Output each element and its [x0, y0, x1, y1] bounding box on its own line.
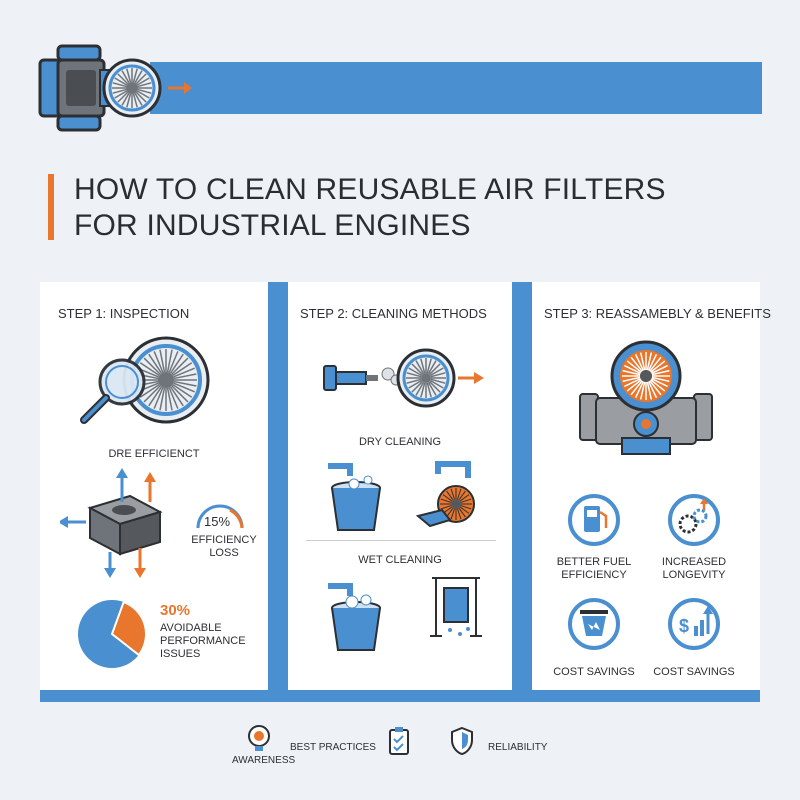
title-block: HOW TO CLEAN REUSABLE AIR FILTERS FOR IN…: [48, 172, 748, 242]
step-3-panel: STEP 3: REASSAMEBLY & BENEFITS: [532, 282, 771, 690]
step-1-panel: STEP 1: INSPECTION DRE EFFICIENCT: [40, 282, 268, 690]
efficiency-label: DRE EFFICIENCT: [108, 448, 200, 460]
reassembled-engine-illustration: [579, 340, 713, 455]
engine-banner-illustration: [38, 44, 762, 132]
gauge-value: 15%: [204, 514, 231, 529]
hand-filter-icon: [415, 485, 475, 528]
faucet-icon: [435, 461, 471, 478]
svg-text:$: $: [679, 616, 689, 636]
best-practices-label: BEST PRACTICES: [290, 742, 376, 753]
drying-rack-icon: [430, 577, 482, 637]
awareness-label: AWARENESS: [232, 755, 296, 766]
inspection-illustration: [80, 336, 210, 424]
filter-icon: [396, 348, 456, 408]
reliability-label: RELIABILITY: [488, 742, 548, 753]
air-nozzle-icon: [323, 365, 402, 391]
step-2-title: STEP 2: CLEANING METHODS: [300, 306, 487, 321]
gauge-label-1: EFFICIENCY: [191, 534, 257, 546]
brain-bulb-icon: [248, 725, 270, 751]
benefit-3: COST SAVINGS: [553, 666, 635, 678]
title-line-1: HOW TO CLEAN REUSABLE AIR FILTERS: [74, 173, 666, 206]
arrow-right-icon: [458, 372, 484, 384]
airflow-arrows-icon: [60, 468, 156, 578]
pie-value: 30%: [160, 602, 191, 619]
benefit-4: COST SAVINGS: [653, 666, 735, 678]
pie-label-3: ISSUES: [160, 648, 201, 660]
air-blow-illustration: [323, 348, 484, 408]
fuel-pump-icon: [568, 494, 620, 546]
dollar-growth-icon: $: [668, 598, 720, 650]
footer: AWARENESS BEST PRACTICES RELIABILITY: [0, 712, 800, 800]
panels-bottom-rule: [40, 690, 760, 702]
dirty-filter-block-illustration: [60, 468, 163, 578]
section-divider: [306, 540, 496, 541]
bucket-icon: [328, 583, 381, 651]
step-2-panel: STEP 2: CLEANING METHODS DRY CLEANING: [288, 282, 512, 690]
title-accent-bar: [48, 174, 54, 240]
title-line-2: FOR INDUSTRIAL ENGINES: [74, 209, 471, 242]
dry-cleaning-illustration: [328, 461, 475, 531]
step-3-title: STEP 3: REASSAMEBLY & BENEFITS: [544, 306, 771, 321]
efficiency-gauge-icon: [196, 504, 244, 529]
benefit-2-line-1: INCREASED: [661, 556, 727, 568]
steps-panels: STEP 1: INSPECTION DRE EFFICIENCT: [40, 282, 771, 690]
avoidable-issues-pie-chart: [78, 600, 147, 668]
panel-divider-2: [512, 282, 532, 690]
pie-label-2: PERFORMANCE: [160, 635, 246, 647]
benefit-1-line-2: EFFICIENCY: [561, 569, 627, 581]
wet-cleaning-illustration: [328, 577, 482, 651]
benefit-2-line-2: LONGEVITY: [662, 569, 726, 581]
panel-divider-1: [268, 282, 288, 690]
gauge-label-2: LOSS: [209, 547, 239, 559]
banner-bar: [150, 62, 762, 114]
magnifier-icon: [80, 358, 146, 424]
page-title: HOW TO CLEAN REUSABLE AIR FILTERS FOR IN…: [74, 172, 734, 244]
arrow-right-icon: [168, 82, 192, 94]
filter-icon: [610, 340, 682, 412]
benefit-1-line-1: BETTER FUEL: [556, 556, 632, 568]
dry-cleaning-label: DRY CLEANING: [358, 436, 442, 448]
dust-filter-icon: [568, 598, 620, 650]
shield-icon: [451, 726, 473, 756]
wet-cleaning-label: WET CLEANING: [358, 554, 442, 566]
checklist-icon: [389, 727, 409, 755]
header-banner: [0, 0, 800, 150]
pie-slice-avoidable: [110, 600, 147, 657]
dirty-filter-block: [87, 494, 163, 556]
engine-icon: [579, 393, 713, 455]
engine-icon: [38, 44, 113, 132]
bucket-icon: [328, 463, 381, 531]
pie-label-1: AVOIDABLE: [160, 622, 222, 634]
gears-icon: [668, 494, 720, 546]
air-filter-icon: [102, 58, 162, 118]
step-1-title: STEP 1: INSPECTION: [58, 306, 190, 321]
